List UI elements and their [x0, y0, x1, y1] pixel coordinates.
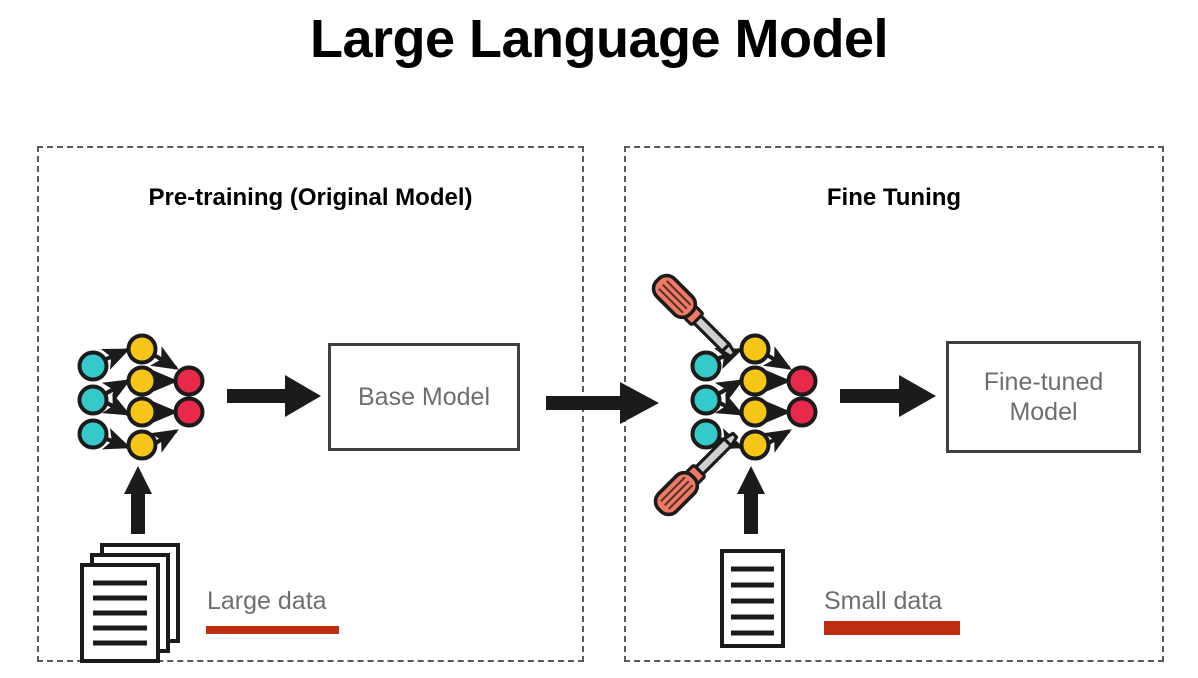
screwdriver-icon-bottom	[653, 431, 739, 517]
arrow-small-data-to-network	[737, 466, 765, 534]
panel-pretraining: Pre-training (Original Model)	[37, 146, 584, 662]
arrow-base-model-to-finetuning	[546, 382, 659, 424]
nn-hidden-layer-finetuning	[739, 333, 771, 461]
nn-hidden-layer-pretraining	[126, 333, 158, 461]
large-data-underline	[206, 626, 339, 634]
neural-network-pretraining	[77, 333, 205, 461]
arrow-large-data-to-network	[124, 466, 152, 534]
document-lines-small	[731, 566, 774, 636]
nn-input-layer-finetuning	[690, 350, 722, 450]
arrow-network-to-finetuned-model	[840, 375, 936, 417]
large-data-label: Large data	[207, 587, 327, 615]
page-title: Large Language Model	[309, 9, 889, 69]
nn-input-layer-pretraining	[77, 350, 109, 450]
nn-output-layer-pretraining	[173, 365, 205, 428]
neural-network-finetuning	[690, 333, 818, 461]
nn-output-layer-finetuning	[786, 365, 818, 428]
screwdriver-icon-top	[651, 273, 737, 359]
small-data-label: Small data	[824, 587, 943, 615]
small-data-underline	[824, 621, 960, 635]
arrow-network-to-base-model	[227, 375, 321, 417]
document-lines-large	[93, 580, 147, 646]
finetuned-model-box: Fine-tuned Model	[946, 341, 1141, 453]
base-model-box: Base Model	[328, 343, 520, 451]
nn-left-edges	[100, 346, 179, 453]
panel-finetuning-title: Fine Tuning	[826, 184, 962, 211]
panel-pretraining-title: Pre-training (Original Model)	[148, 184, 473, 211]
